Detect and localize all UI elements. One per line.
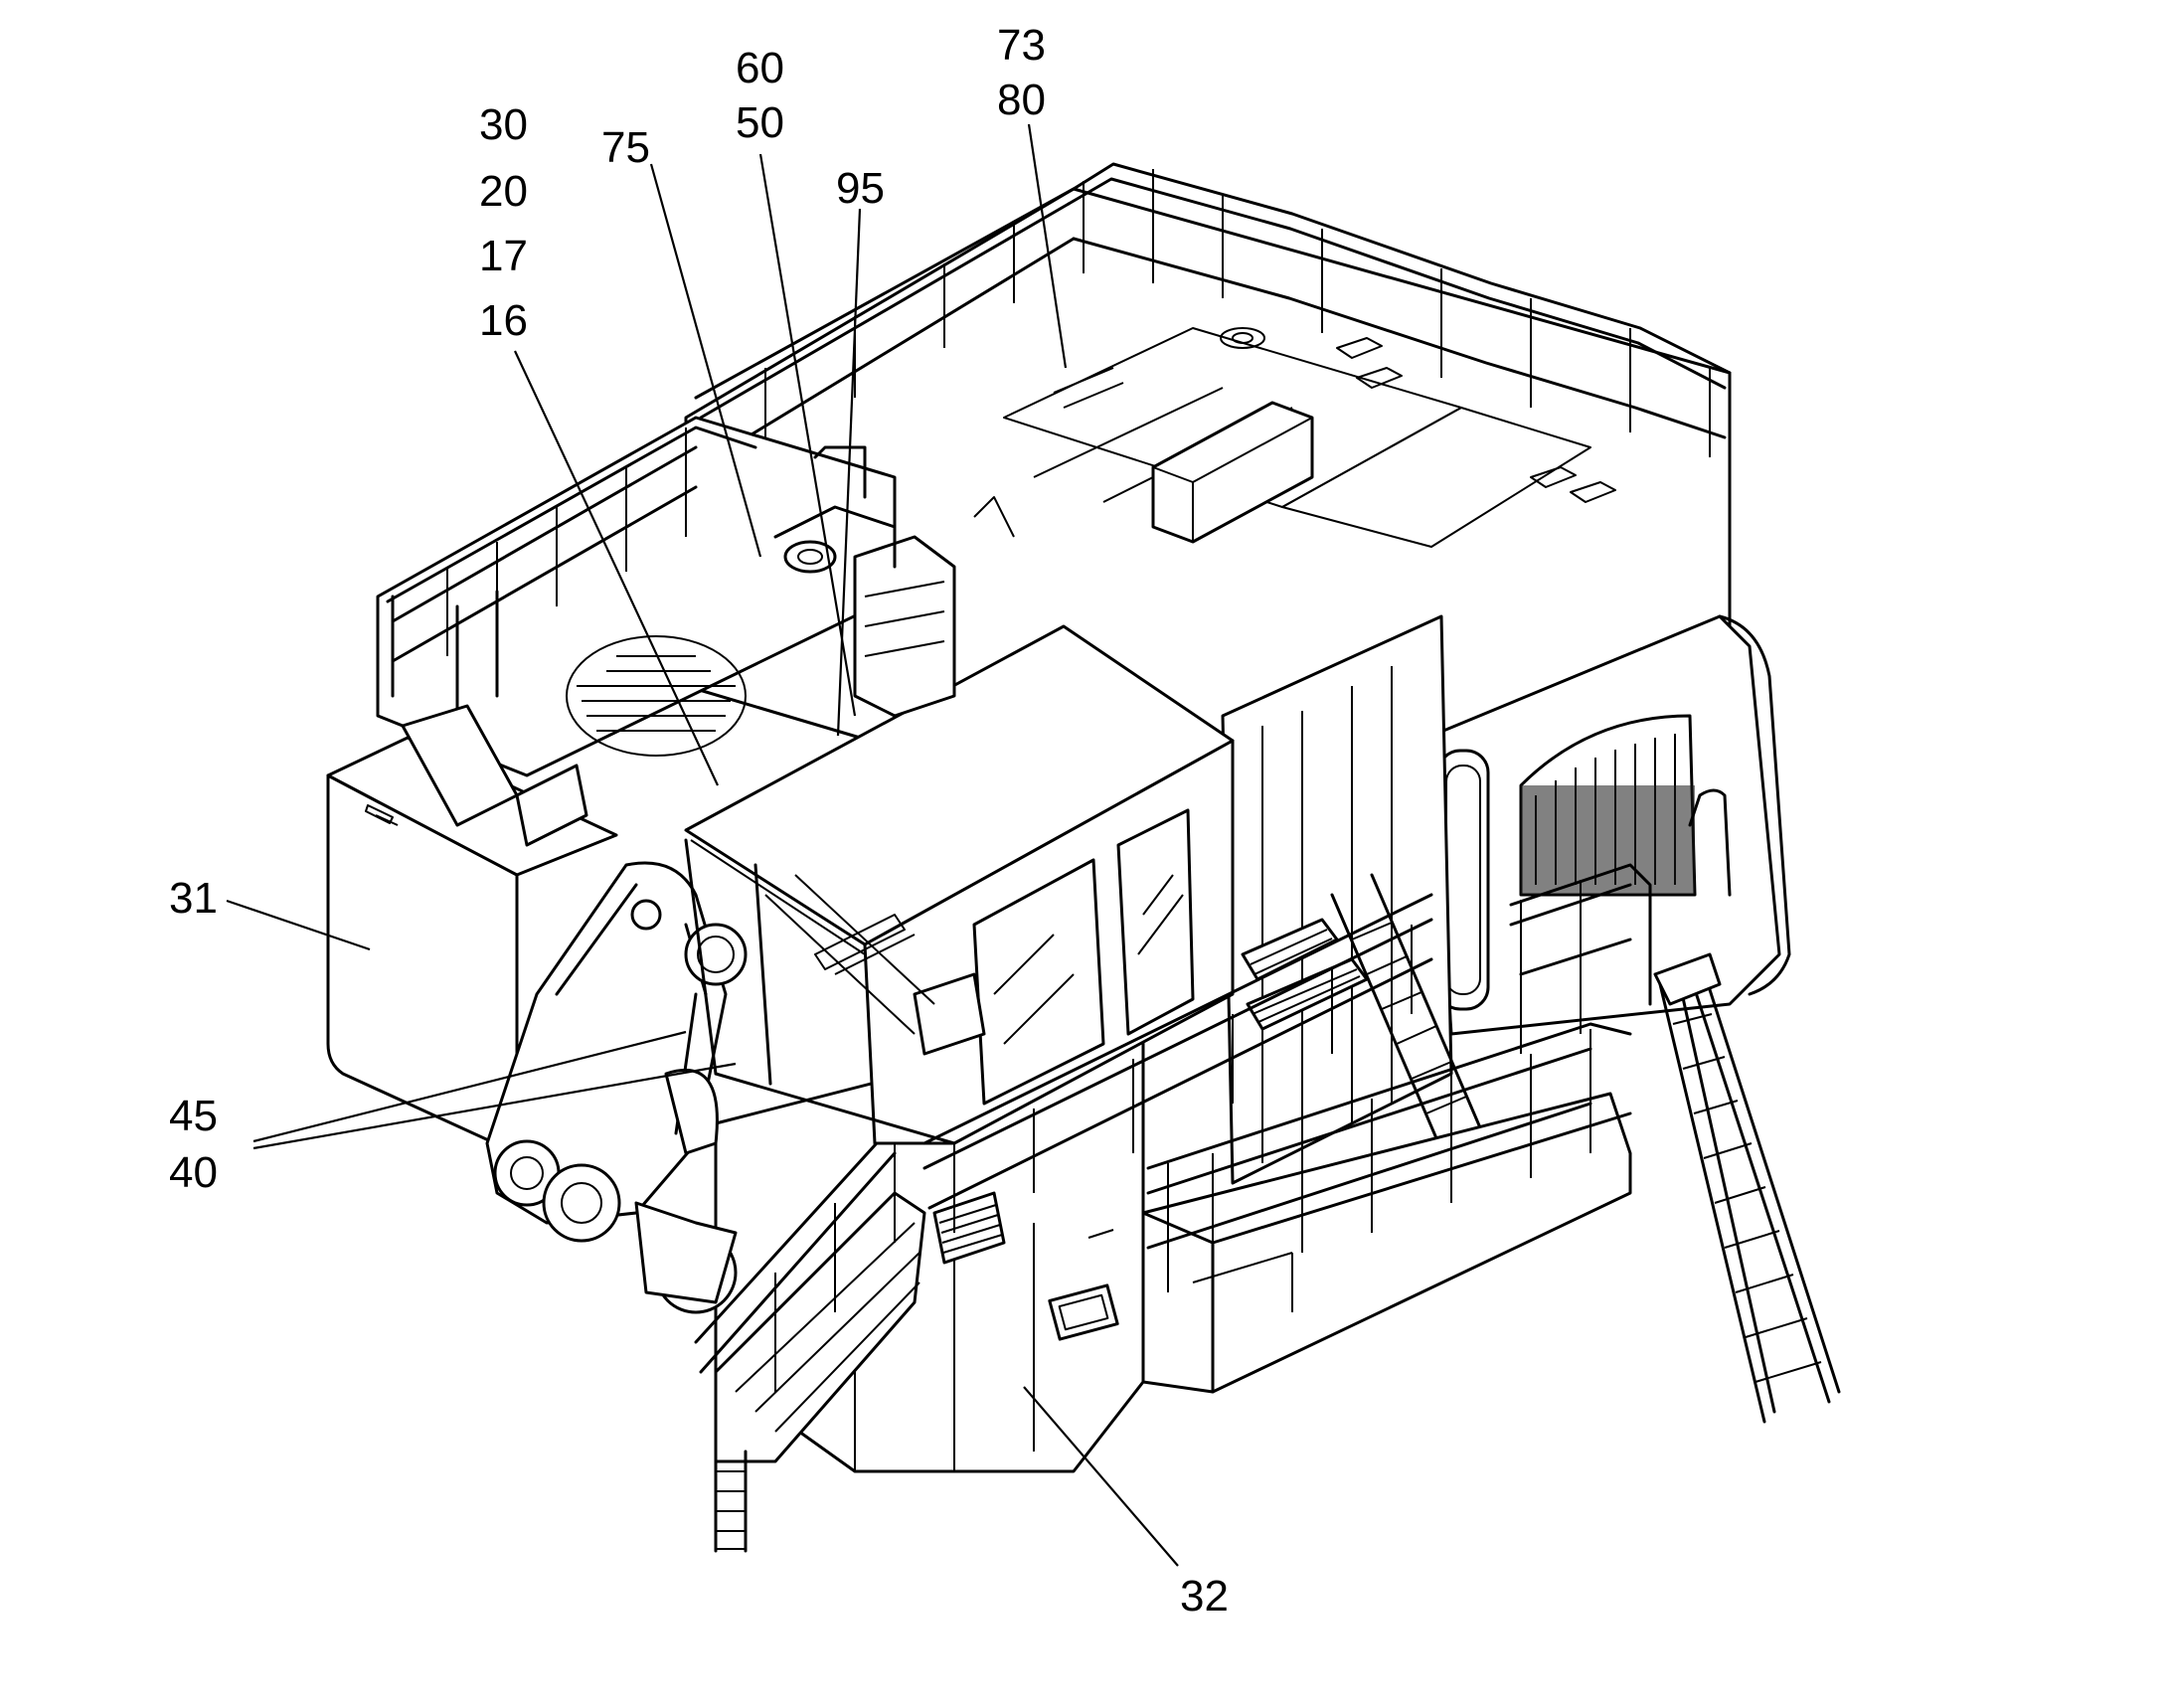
leader-60-50 (758, 153, 857, 717)
reference-numerals: 73 80 60 50 30 20 17 16 75 95 31 45 40 3… (169, 21, 1229, 1621)
label-30: 30 (479, 100, 528, 149)
operator-cab (684, 624, 1235, 1145)
access-ladder (1653, 952, 1841, 1424)
label-60: 60 (736, 44, 784, 92)
label-31: 31 (169, 874, 218, 923)
leader-75 (649, 163, 762, 558)
mast-area (773, 445, 1015, 718)
label-95: 95 (836, 164, 885, 213)
leader-73-80 (1027, 123, 1068, 369)
leader-95 (836, 208, 862, 737)
label-20: 20 (479, 167, 528, 216)
label-17: 17 (479, 232, 528, 280)
label-45: 45 (169, 1092, 218, 1140)
rear-housing (1429, 614, 1791, 1036)
label-16: 16 (479, 296, 528, 345)
label-50: 50 (736, 98, 784, 147)
boom (485, 861, 748, 1314)
leader-45 (252, 1030, 687, 1143)
service-structure (1221, 614, 1493, 1185)
leader-40 (252, 1062, 737, 1150)
label-75: 75 (601, 123, 650, 172)
leader-lines (226, 123, 1179, 1567)
machine-drawing (326, 162, 1841, 1553)
cab-railing (922, 893, 1433, 1233)
label-32: 32 (1180, 1572, 1229, 1621)
right-railing (1509, 863, 1652, 1054)
label-80: 80 (997, 76, 1046, 124)
leader-32 (1023, 1386, 1179, 1567)
label-73: 73 (997, 21, 1046, 70)
label-40: 40 (169, 1148, 218, 1197)
counterweight-block (326, 736, 618, 1155)
leader-31 (226, 899, 371, 951)
leader-16 (514, 350, 719, 786)
